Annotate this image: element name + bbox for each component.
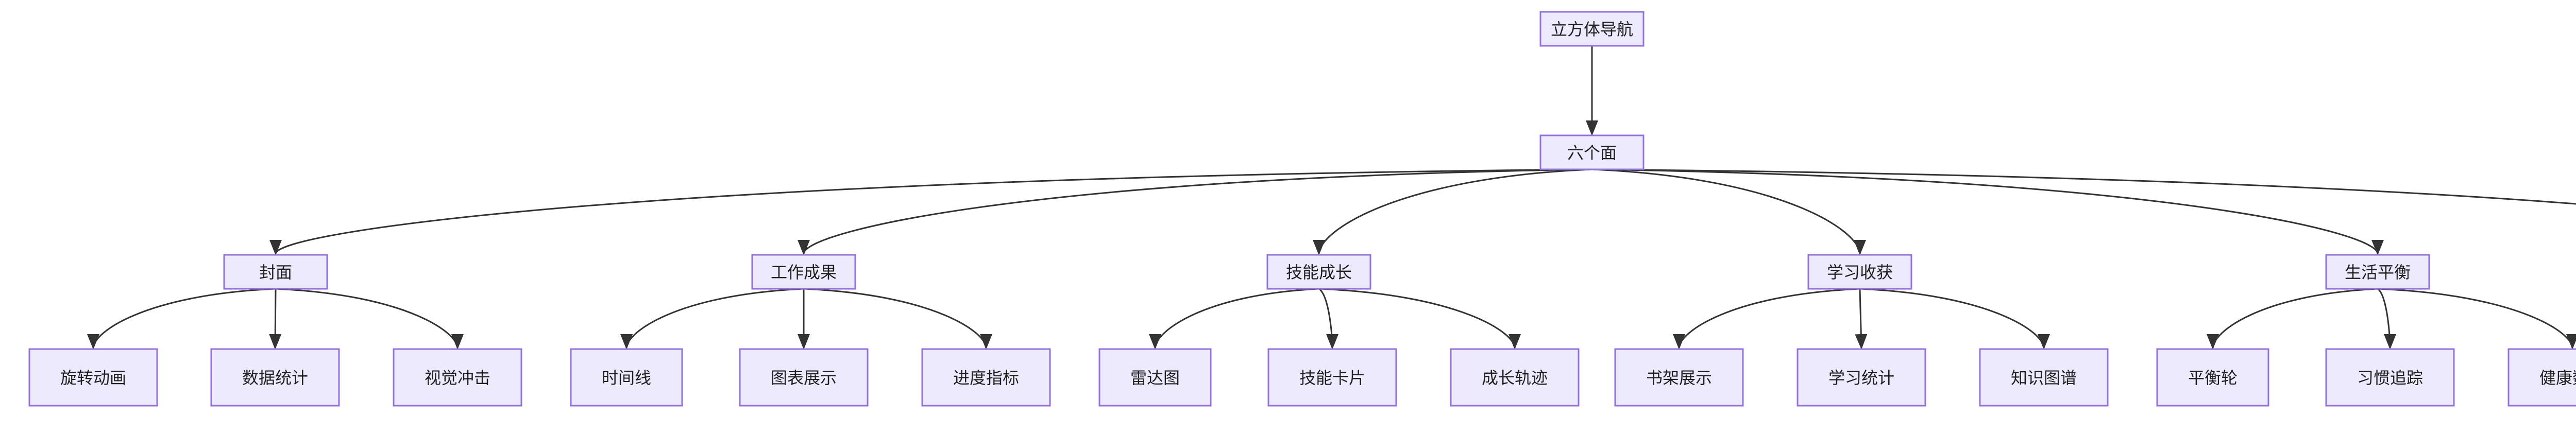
leaf-node-box[interactable] <box>393 348 522 407</box>
node-l9[interactable]: 成长轨迹 <box>1450 348 1580 407</box>
node-l3[interactable]: 视觉冲击 <box>393 348 522 407</box>
edges-layer <box>87 46 2576 350</box>
nodes-layer: 立方体导航六个面封面工作成果技能成长学习收获生活平衡未来规划旋转动画数据统计视觉… <box>28 11 2576 407</box>
edge-b4-to-l12 <box>1859 288 2050 350</box>
node-root[interactable]: 立方体导航 <box>1539 11 1645 47</box>
branch-node-box[interactable] <box>1266 254 1371 290</box>
node-l12[interactable]: 知识图谱 <box>1979 348 2109 407</box>
leaf-node-box[interactable] <box>210 348 340 407</box>
leaf-node-box[interactable] <box>921 348 1051 407</box>
node-l10[interactable]: 书架展示 <box>1614 348 1744 407</box>
leaf-node-box[interactable] <box>2507 348 2576 407</box>
leaf-node-box[interactable] <box>1267 348 1397 407</box>
node-l13[interactable]: 平衡轮 <box>2156 348 2269 407</box>
leaf-node-box[interactable] <box>1979 348 2109 407</box>
node-b1[interactable]: 封面 <box>223 254 328 290</box>
branch-node-box[interactable] <box>1807 254 1912 290</box>
node-l4[interactable]: 时间线 <box>570 348 683 407</box>
edge-b4-to-l11 <box>1855 288 1868 350</box>
node-b2[interactable]: 工作成果 <box>751 254 856 290</box>
node-l15[interactable]: 健康数据 <box>2507 348 2576 407</box>
node-l8[interactable]: 技能卡片 <box>1267 348 1397 407</box>
edge-b5-to-l14 <box>2377 288 2396 350</box>
node-l14[interactable]: 习惯追踪 <box>2325 348 2455 407</box>
edge-hub-to-b3 <box>1313 168 1592 255</box>
leaf-node-box[interactable] <box>2325 348 2455 407</box>
leaf-node-box[interactable] <box>28 348 158 407</box>
edge-hub-to-b5 <box>1591 168 2384 255</box>
leaf-node-box[interactable] <box>1797 348 1926 407</box>
edge-hub-to-b2 <box>798 168 1592 255</box>
leaf-node-box[interactable] <box>570 348 683 407</box>
node-b5[interactable]: 生活平衡 <box>2325 254 2430 290</box>
branch-node-box[interactable] <box>2325 254 2430 290</box>
edge-b5-to-l15 <box>2377 288 2576 350</box>
leaf-node-box[interactable] <box>1450 348 1580 407</box>
edge-hub-to-b4 <box>1591 168 1866 255</box>
edge-b1-to-l2 <box>269 288 282 350</box>
edge-b2-to-l4 <box>620 288 804 350</box>
root-node-box[interactable] <box>1539 11 1645 47</box>
edge-b2-to-l6 <box>803 288 992 350</box>
node-l1[interactable]: 旋转动画 <box>28 348 158 407</box>
node-b3[interactable]: 技能成长 <box>1266 254 1371 290</box>
node-l11[interactable]: 学习统计 <box>1797 348 1926 407</box>
leaf-node-box[interactable] <box>2156 348 2269 407</box>
edge-hub-to-b1 <box>269 168 1592 255</box>
branch-node-box[interactable] <box>751 254 856 290</box>
branch-node-box[interactable] <box>223 254 328 290</box>
edge-b1-to-l3 <box>275 288 464 350</box>
edge-b1-to-l1 <box>87 288 276 350</box>
hub-node-box[interactable] <box>1539 134 1645 170</box>
edge-b3-to-l9 <box>1318 288 1521 350</box>
edge-b3-to-l7 <box>1149 288 1319 350</box>
leaf-node-box[interactable] <box>1098 348 1212 407</box>
edge-b5-to-l13 <box>2207 288 2378 350</box>
edge-b4-to-l10 <box>1673 288 1860 350</box>
node-b4[interactable]: 学习收获 <box>1807 254 1912 290</box>
node-l6[interactable]: 进度指标 <box>921 348 1051 407</box>
node-l7[interactable]: 雷达图 <box>1098 348 1212 407</box>
node-l5[interactable]: 图表展示 <box>739 348 869 407</box>
node-l2[interactable]: 数据统计 <box>210 348 340 407</box>
leaf-node-box[interactable] <box>739 348 869 407</box>
leaf-node-box[interactable] <box>1614 348 1744 407</box>
edge-hub-to-b6 <box>1591 168 2576 205</box>
edge-b3-to-l8 <box>1318 288 1338 350</box>
node-hub[interactable]: 六个面 <box>1539 134 1645 170</box>
